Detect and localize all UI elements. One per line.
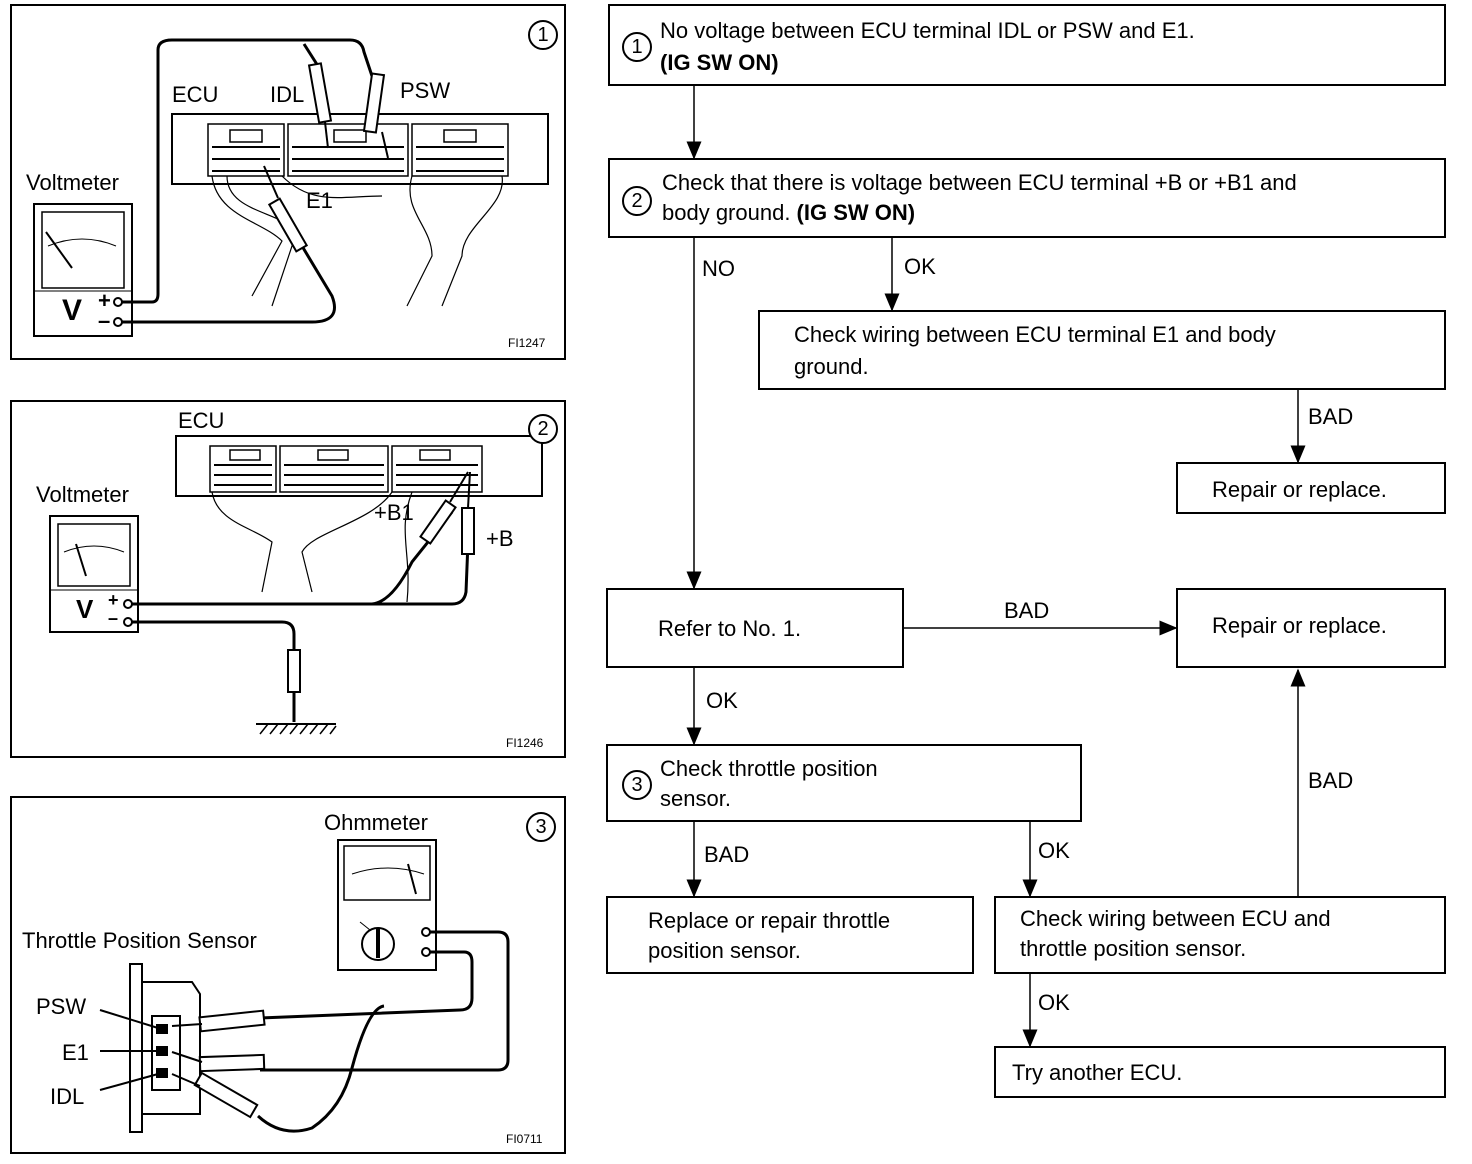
try-another-ecu-text: Try another ECU.: [1012, 1060, 1183, 1085]
psw-label: PSW: [36, 994, 87, 1019]
step-3-line1: Check throttle position: [660, 756, 878, 781]
try-another-ecu-box: Try another ECU.: [994, 1046, 1446, 1098]
edge-label-ok-2: OK: [706, 688, 738, 713]
panel-3-number: 3: [526, 812, 556, 842]
step-1-number: 1: [622, 32, 652, 62]
voltmeter-ecu-idl-psw-illustration: [33, 38, 549, 337]
voltmeter-label: Voltmeter: [26, 170, 119, 195]
b1-label: +B1: [374, 500, 414, 525]
edge-label-no: NO: [702, 256, 735, 281]
plus-terminal-label: +: [98, 288, 111, 313]
edge-label-bad-3: BAD: [704, 842, 750, 867]
step-1-condition: (IG SW ON): [660, 50, 779, 75]
edge-label-bad-1: BAD: [1308, 404, 1354, 429]
plus-terminal-label: +: [108, 590, 119, 610]
edge-label-ok-1: OK: [904, 254, 936, 279]
step-3-number: 3: [622, 770, 652, 800]
step-1-box: 1 No voltage between ECU terminal IDL or…: [608, 4, 1446, 86]
repair-or-replace-box-2: Repair or replace.: [1176, 588, 1446, 668]
panel-2-number: 2: [528, 414, 558, 444]
replace-sensor-line1: Replace or repair throttle: [648, 908, 891, 933]
figure-code: FI1246: [506, 736, 544, 750]
figure-code: FI1247: [508, 336, 546, 350]
repair-or-replace-text-2: Repair or replace.: [1212, 613, 1387, 638]
panel-1-number: 1: [528, 20, 558, 50]
figure-code: FI0711: [506, 1132, 543, 1146]
step-2-text: Check that there is voltage between ECU …: [662, 170, 1297, 195]
step-2-number: 2: [622, 186, 652, 216]
edge-label-bad-2: BAD: [1004, 598, 1050, 623]
idl-label: IDL: [270, 82, 305, 107]
replace-sensor-line2: position sensor.: [648, 938, 801, 963]
voltmeter-ecu-b-b1-illustration: [49, 435, 543, 735]
edge-label-bad-4: BAD: [1308, 768, 1354, 793]
minus-terminal-label: –: [98, 308, 111, 333]
diagram-panel-3: 3 Ohmmeter Throttle Position Sensor PSW …: [10, 796, 566, 1154]
step-2-line2-text: body ground.: [662, 200, 797, 225]
ohmmeter-label: Ohmmeter: [324, 810, 428, 835]
e1-label: E1: [306, 188, 333, 213]
minus-terminal-label: –: [108, 608, 119, 628]
check-e1-wiring-box: Check wiring between ECU terminal E1 and…: [758, 310, 1446, 390]
refer-to-no1-text: Refer to No. 1.: [658, 616, 802, 641]
ecu-label: ECU: [172, 82, 219, 107]
voltmeter-v-label: V: [76, 594, 94, 624]
step-2-condition: (IG SW ON): [796, 200, 916, 225]
step-3-box: 3 Check throttle position sensor.: [606, 744, 1082, 822]
check-wiring-line1: Check wiring between ECU and: [1020, 906, 1331, 931]
e1-label: E1: [62, 1040, 89, 1065]
idl-label: IDL: [50, 1084, 85, 1109]
step-2-line2: body ground. (IG SW ON): [662, 198, 915, 227]
step-2-box: 2 Check that there is voltage between EC…: [608, 158, 1446, 238]
psw-label: PSW: [400, 78, 451, 103]
voltmeter-label: Voltmeter: [36, 482, 129, 507]
b-label: +B: [486, 526, 514, 551]
replace-sensor-box: Replace or repair throttle position sens…: [606, 896, 974, 974]
repair-or-replace-box-1: Repair or replace.: [1176, 462, 1446, 514]
diagram-panel-2: 2 ECU Voltmeter +B1 +B V + – FI1246: [10, 400, 566, 758]
ecu-label: ECU: [178, 408, 225, 433]
step-3-line2: sensor.: [660, 786, 731, 811]
voltmeter-v-label: V: [62, 294, 83, 327]
step-1-text: No voltage between ECU terminal IDL or P…: [660, 18, 1195, 43]
edge-label-ok-4: OK: [1038, 990, 1070, 1015]
throttle-sensor-label: Throttle Position Sensor: [22, 928, 257, 953]
repair-or-replace-text-1: Repair or replace.: [1212, 477, 1387, 502]
ohmmeter-throttle-sensor-illustration: [99, 839, 510, 1133]
check-e1-line1: Check wiring between ECU terminal E1 and…: [794, 322, 1276, 347]
check-ecu-sensor-wiring-box: Check wiring between ECU and throttle po…: [994, 896, 1446, 974]
diagram-panel-1: 1 ECU IDL PSW Voltmeter E1 V + – FI1247: [10, 4, 566, 360]
edge-label-ok-3: OK: [1038, 838, 1070, 863]
check-e1-line2: ground.: [794, 354, 869, 379]
refer-to-no1-box: Refer to No. 1.: [606, 588, 904, 668]
check-wiring-line2: throttle position sensor.: [1020, 936, 1247, 961]
